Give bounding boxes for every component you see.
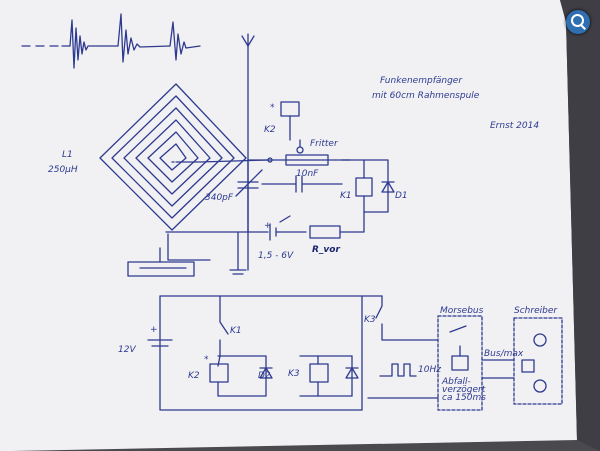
supply-plus: + [150, 325, 158, 335]
relay-k3-contact-label: K3 [364, 315, 376, 325]
k2-asterisk: * [270, 103, 275, 113]
morse-box-sub2: verzögert [442, 385, 486, 395]
writer-label: Schreiber [514, 306, 558, 316]
magnifier-lens [571, 14, 584, 27]
k2-lower-asterisk: * [204, 355, 209, 365]
diode-d2-label: D2 [258, 371, 271, 381]
relay-k1-contact-label: K1 [230, 326, 242, 336]
driver-circuit [147, 295, 439, 411]
author-note: Ernst 2014 [490, 121, 539, 131]
morse-box-label: Morsebus [440, 306, 484, 316]
relay-k3-coil-label: K3 [288, 369, 300, 379]
morse-box-sub1: Abfall- [441, 377, 471, 387]
supply-label: 12V [118, 345, 136, 355]
coil-label: L1 [62, 150, 73, 160]
relay-k2-lower-label: K2 [188, 371, 200, 381]
battery-label: 1,5 - 6V [258, 251, 294, 261]
relay-k1-top-label: K1 [340, 191, 352, 201]
diode-d1-label: D1 [395, 191, 408, 201]
tuned-circuit [165, 101, 395, 275]
morse-box [437, 315, 515, 411]
diagram-title: Funkenempfänger [380, 76, 463, 86]
coil-stand [127, 247, 195, 277]
spark-waveform [21, 13, 201, 69]
magnifier-handle [580, 24, 586, 30]
coherer-label: Fritter [310, 139, 339, 149]
diagram-subtitle: mit 60cm Rahmenspule [372, 91, 480, 101]
relay-k2-top-label: K2 [264, 125, 276, 135]
writer-box [513, 317, 563, 405]
morse-box-sub3: ca 150ms [442, 393, 486, 403]
pulse-frequency: 10Hz [418, 365, 441, 375]
resistor-label: R_vor [312, 245, 340, 255]
antenna-cap-label: 340pF [205, 193, 234, 203]
paper-sheet [0, 0, 577, 451]
coil-value: 250µH [48, 165, 78, 175]
desk-background [560, 0, 600, 451]
battery-plus: + [264, 221, 272, 231]
zoom-icon[interactable] [566, 10, 590, 34]
bus-label: Bus/max [484, 349, 524, 359]
loop-coil-spiral [99, 83, 269, 261]
cap2-label: 10nF [296, 169, 319, 179]
